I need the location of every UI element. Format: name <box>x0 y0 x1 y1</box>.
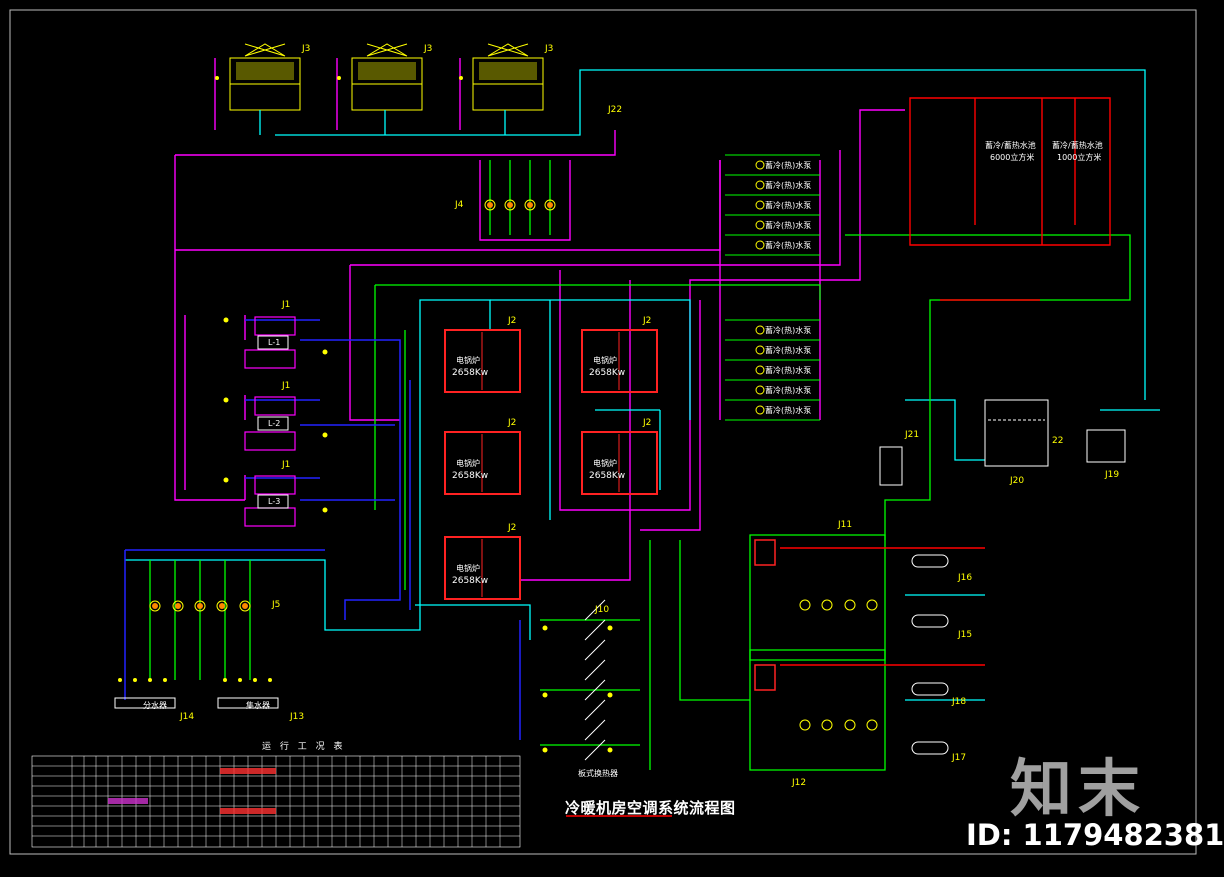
storage-tank-volume: 6000立方米 <box>990 153 1035 162</box>
table-columns <box>71 756 501 847</box>
tower-tag: J3 <box>424 44 433 54</box>
boiler-name: 电锅炉 <box>593 356 617 365</box>
blue-pipes <box>124 319 521 740</box>
pump-fill <box>152 202 553 609</box>
storage-pump-group-top <box>725 154 820 421</box>
chiller-tag: J1 <box>282 300 291 310</box>
pump-label: 蓄冷(热)水泵 <box>765 406 812 415</box>
exchanger-tag: J11 <box>838 520 853 530</box>
pump-tag: J4 <box>455 200 464 210</box>
chiller-name: L-2 <box>268 419 281 428</box>
cooling-tower-group <box>229 43 544 111</box>
pump-label: 蓄冷(热)水泵 <box>765 161 812 170</box>
boiler-name: 电锅炉 <box>593 459 617 468</box>
collector-tag: J13 <box>290 712 305 722</box>
boiler-tag: J2 <box>508 418 517 428</box>
boiler-dividers <box>481 332 620 597</box>
boiler-name: 电锅炉 <box>456 564 480 573</box>
pump-label: 蓄冷(热)水泵 <box>765 221 812 230</box>
boiler-name: 电锅炉 <box>456 356 480 365</box>
collector-tag: J14 <box>180 712 195 722</box>
boiler-capacity: 2658Kw <box>589 471 626 481</box>
operating-table-title: 运 行 工 况 表 <box>262 742 346 752</box>
distributor-tag: J16 <box>958 573 973 583</box>
chiller-bodies <box>257 335 289 509</box>
expansion-tank <box>879 399 1126 486</box>
tower-fill-pattern <box>236 62 537 80</box>
boiler-tag: J2 <box>643 418 652 428</box>
softener-tag: J19 <box>1105 470 1120 480</box>
collector-label: 分水器 <box>143 701 167 710</box>
distributor-tag: J17 <box>952 753 967 763</box>
tower-tag: J3 <box>545 44 554 54</box>
collector-label: 集水器 <box>246 701 270 710</box>
distributors <box>114 554 949 755</box>
storage-tank-label: 蓄冷/蓄热水池 <box>985 141 1036 150</box>
tank-tag: J20 <box>1010 476 1025 486</box>
pump-label: 蓄冷(热)水泵 <box>765 326 812 335</box>
tank-tag: 22 <box>1052 436 1064 446</box>
diagram-title: 冷暖机房空调系统流程图 <box>565 799 736 817</box>
boiler-tag: J2 <box>508 316 517 326</box>
boiler-tag: J2 <box>508 523 517 533</box>
pump-label: 蓄冷(热)水泵 <box>765 366 812 375</box>
watermark-logo: 知末 <box>1010 752 1147 825</box>
tower-tag: J3 <box>302 44 311 54</box>
drawing-frame <box>9 9 1197 855</box>
cooling-water-pipes <box>174 58 905 581</box>
exchanger-tag: J12 <box>792 778 807 788</box>
boiler-capacity: 2658Kw <box>452 471 489 481</box>
pump-label: 蓄冷(热)水泵 <box>765 201 812 210</box>
exchanger-label: 板式换热器 <box>578 769 618 778</box>
electric-boilers <box>444 329 658 600</box>
chiller-tag: J1 <box>282 381 291 391</box>
valve-tag: J22 <box>608 105 623 115</box>
valve-markers <box>118 76 613 753</box>
plate-heat-exchangers <box>584 599 606 761</box>
storage-tank-label: 蓄冷/蓄热水池 <box>1052 141 1103 150</box>
chiller-name: L-1 <box>268 338 281 347</box>
pump-tag: J5 <box>272 600 281 610</box>
pump-tag: J10 <box>595 605 610 615</box>
storage-tank-volume: 1000立方米 <box>1057 153 1102 162</box>
distributor-tag: J18 <box>952 697 967 707</box>
heating-pipes <box>780 97 1111 666</box>
chiller-tag: J1 <box>282 460 291 470</box>
boiler-tag: J2 <box>643 316 652 326</box>
distributor-tag: J15 <box>958 630 973 640</box>
boiler-capacity: 2658Kw <box>589 368 626 378</box>
table-highlights <box>108 768 276 814</box>
boiler-name: 电锅炉 <box>456 459 480 468</box>
pump-circles <box>149 160 878 731</box>
heat-exchanger-coils <box>754 539 776 691</box>
image-id: ID: 1179482381 <box>966 818 1224 852</box>
pump-label: 蓄冷(热)水泵 <box>765 346 812 355</box>
boiler-capacity: 2658Kw <box>452 368 489 378</box>
boiler-capacity: 2658Kw <box>452 576 489 586</box>
chiller-name: L-3 <box>268 497 281 506</box>
hot-water-pipes <box>149 160 1131 771</box>
pump-label: 蓄冷(热)水泵 <box>765 241 812 250</box>
pump-label: 蓄冷(热)水泵 <box>765 386 812 395</box>
filter-tag: J21 <box>905 430 920 440</box>
pump-label: 蓄冷(热)水泵 <box>765 181 812 190</box>
